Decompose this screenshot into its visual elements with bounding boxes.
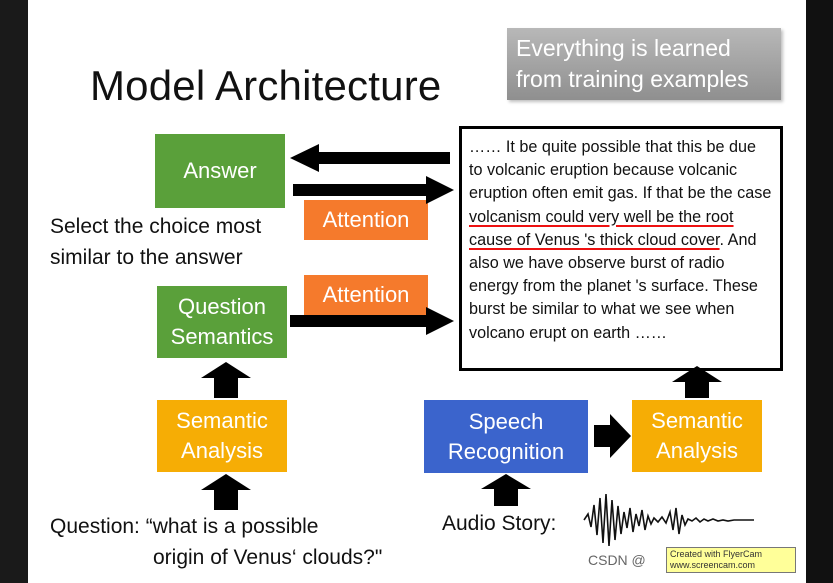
- answer-box: Answer: [155, 134, 285, 208]
- story-text-underlined: volcanism could very well be the root ca…: [469, 207, 734, 249]
- question-semantics-line-2: Semantics: [170, 324, 274, 349]
- diagram-arrows: [201, 144, 754, 547]
- semantic-analysis-left-line-1: Semantic: [176, 408, 268, 433]
- slide: Model Architecture Everything is learned…: [28, 0, 806, 583]
- speech-recognition-line-2: Recognition: [447, 438, 565, 464]
- attention-box-top: Attention: [304, 200, 428, 240]
- csdn-watermark: CSDN @: [588, 552, 646, 568]
- story-text-part-2: . And also we have observe burst of radi…: [469, 230, 758, 342]
- window-edge: [806, 0, 833, 583]
- semantic-analysis-right-line-2: Analysis: [656, 438, 738, 463]
- attention-mid-label: Attention: [322, 282, 410, 307]
- stamp-line-2: www.screencam.com: [670, 560, 756, 570]
- arrow-up-audio-icon: [481, 474, 531, 506]
- arrow-up-right-icon: [672, 366, 722, 398]
- question-line-2: origin of Venus‘ clouds?": [153, 546, 383, 569]
- select-line-1: Select the choice most: [50, 215, 262, 238]
- attention-top-label: Attention: [322, 207, 410, 232]
- arrow-up-left-lower-icon: [201, 474, 251, 510]
- attention-box-mid: Attention: [304, 275, 428, 315]
- callout-line-2: from training examples: [516, 66, 749, 92]
- speech-recognition-box: Speech Recognition: [424, 400, 588, 473]
- screencam-stamp: Created with FlyerCam www.screencam.com: [666, 547, 796, 573]
- arrow-question-to-story-icon: [290, 307, 454, 335]
- story-text-part-1: …… It be quite possible that this be due…: [469, 138, 772, 203]
- audio-story-label: Audio Story:: [442, 512, 557, 535]
- story-text-box: …… It be quite possible that this be due…: [459, 126, 783, 371]
- slide-title: Model Architecture: [90, 62, 442, 109]
- answer-label: Answer: [183, 158, 257, 183]
- select-choice-text: Select the choice most similar to the an…: [50, 211, 261, 273]
- question-line-1: “what is a possible: [145, 515, 319, 538]
- question-semantics-line-1: Question: [177, 294, 267, 319]
- select-line-2: similar to the answer: [50, 246, 243, 269]
- speech-recognition-line-1: Speech: [468, 408, 544, 434]
- arrow-answer-to-story-icon: [293, 176, 454, 204]
- learned-callout: Everything is learned from training exam…: [507, 28, 781, 100]
- arrow-up-left-upper-icon: [201, 362, 251, 398]
- semantic-analysis-box-right: Semantic Analysis: [632, 400, 762, 472]
- semantic-analysis-box-left: Semantic Analysis: [157, 400, 287, 472]
- semantic-analysis-right-line-1: Semantic: [651, 408, 743, 433]
- question-semantics-box: Question Semantics: [157, 286, 287, 358]
- question-label: Question:: [50, 515, 140, 538]
- arrow-story-to-answer-icon: [290, 144, 450, 172]
- semantic-analysis-left-line-2: Analysis: [181, 438, 263, 463]
- callout-line-1: Everything is learned: [516, 35, 731, 61]
- stamp-line-1: Created with FlyerCam: [670, 549, 763, 559]
- arrow-speech-to-semantic-icon: [594, 414, 631, 458]
- question-text: Question: “what is a possible: [50, 511, 318, 542]
- audio-waveform-icon: [583, 493, 754, 547]
